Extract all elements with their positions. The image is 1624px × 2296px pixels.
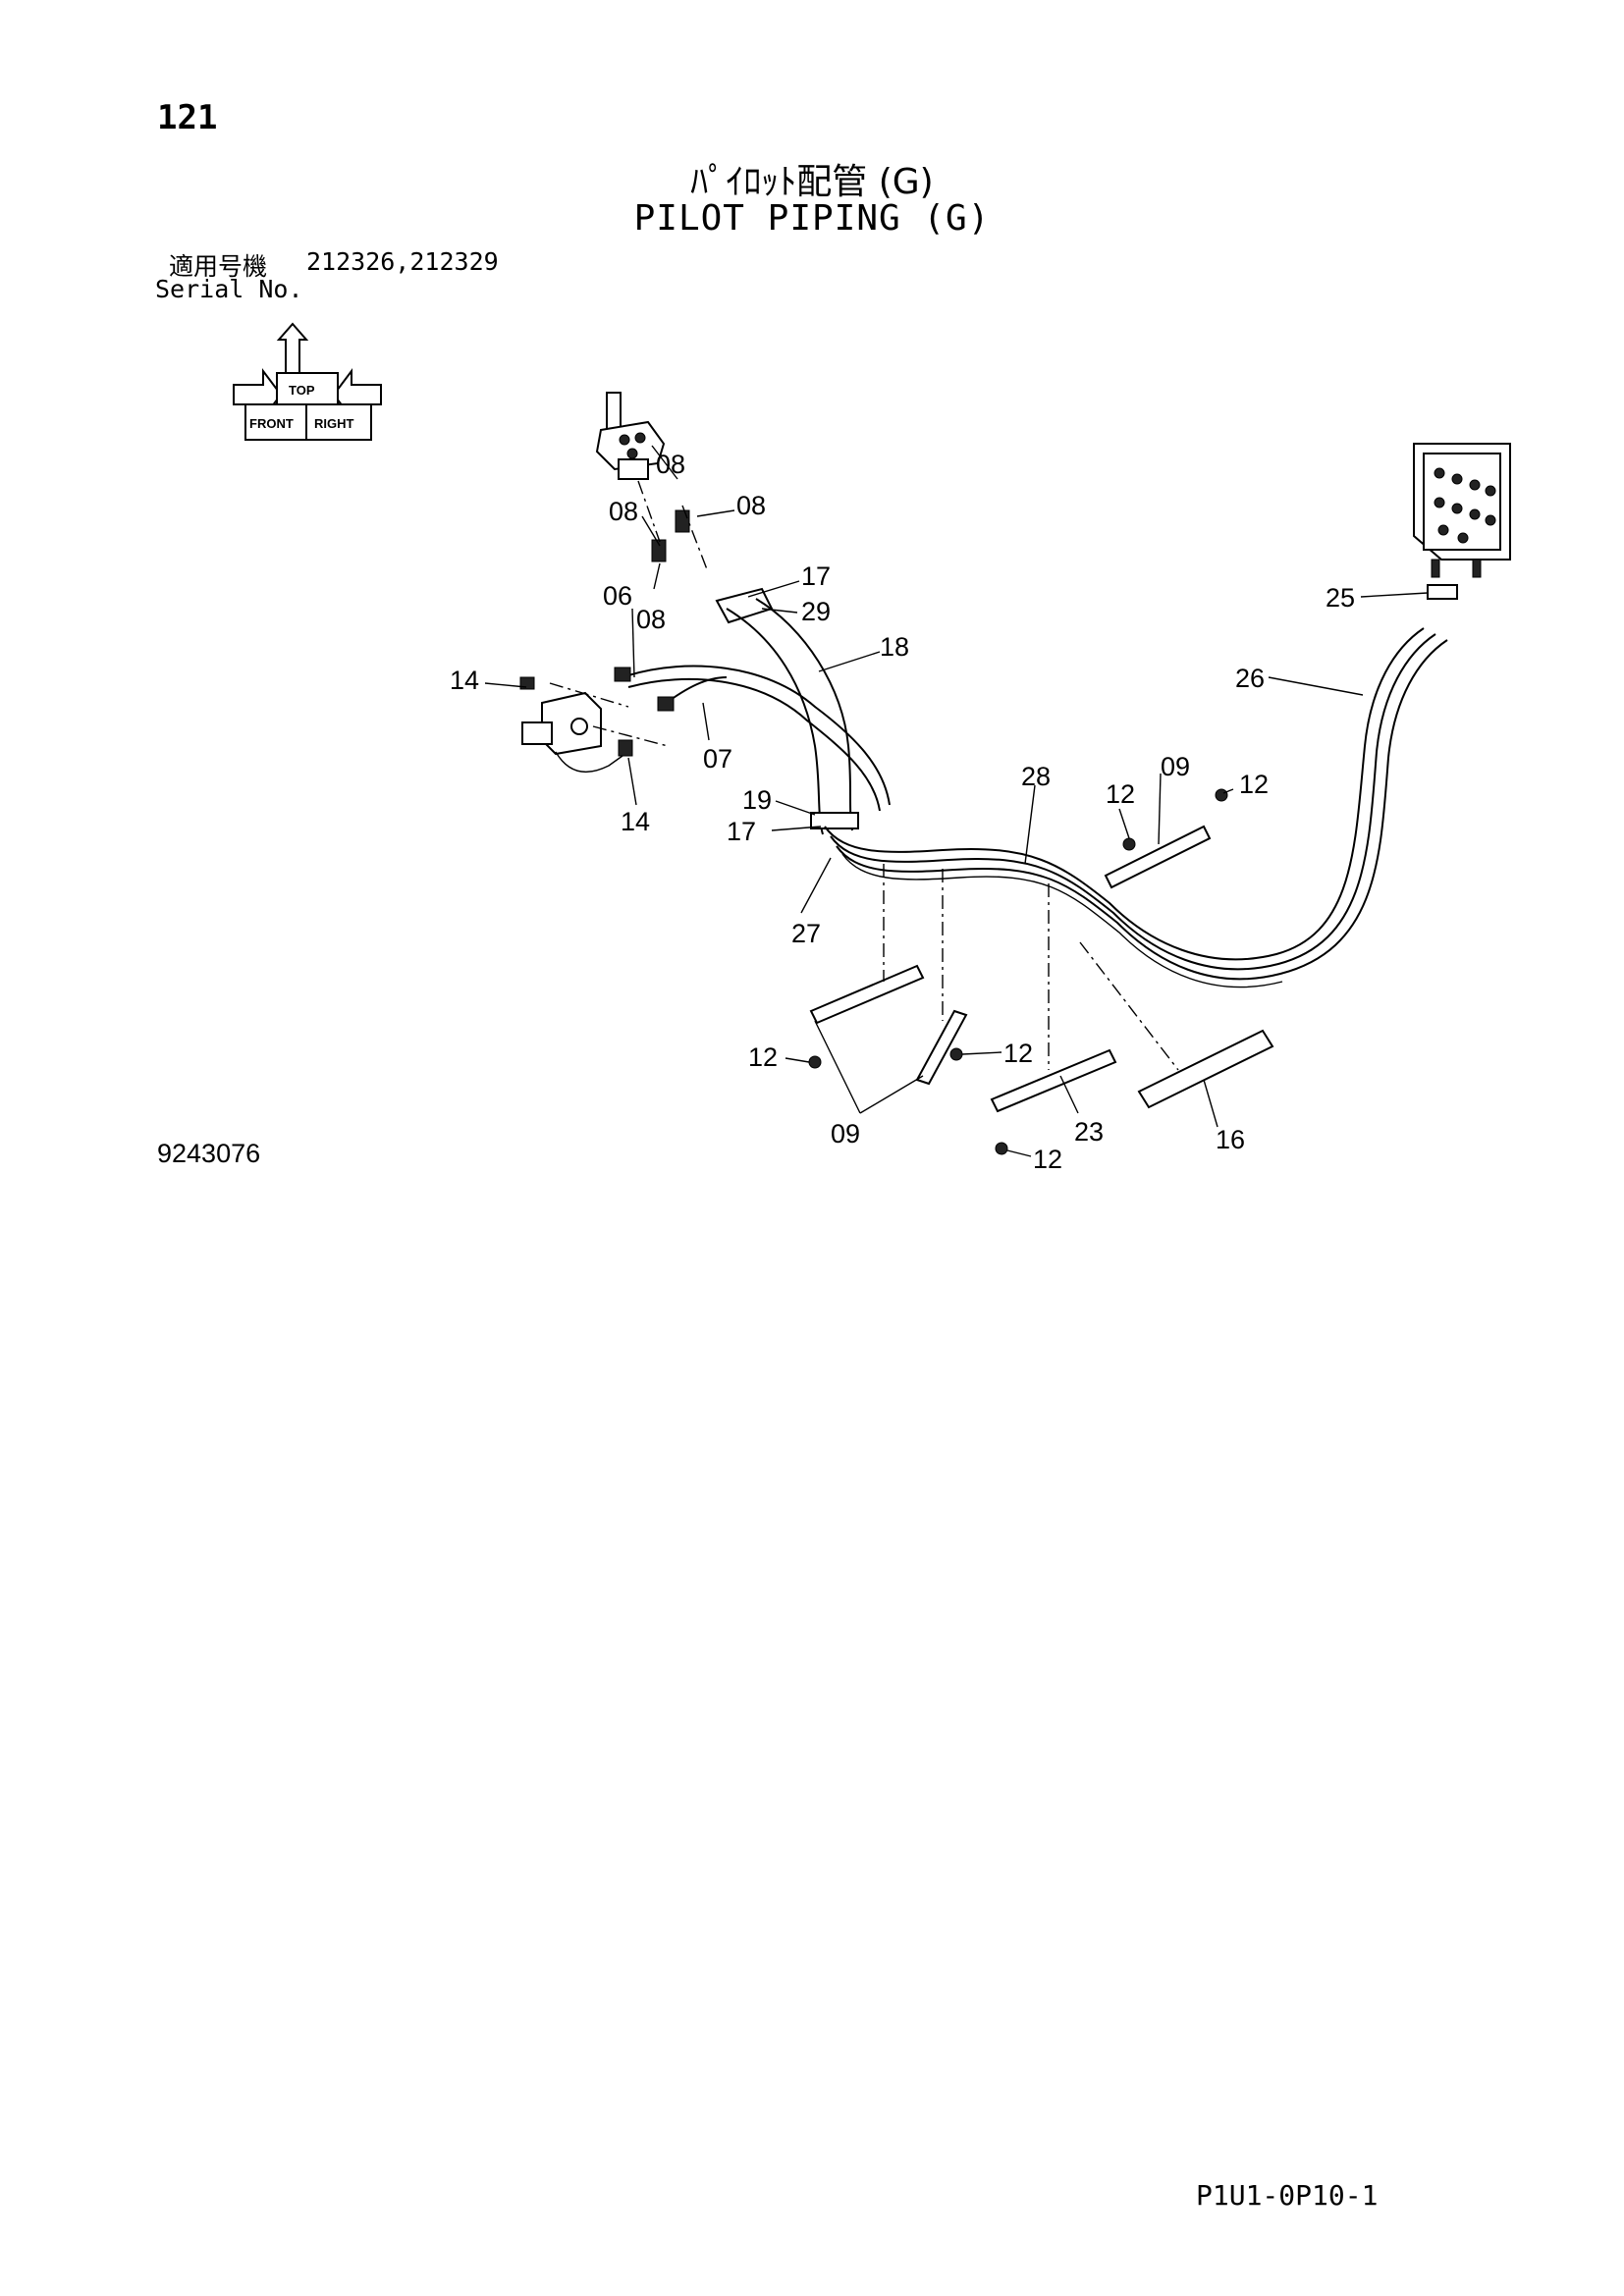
callout-12: 12: [1106, 779, 1135, 809]
callout-17: 17: [801, 561, 831, 591]
drawing-number: 9243076: [157, 1139, 261, 1168]
callout-16: 16: [1216, 1125, 1245, 1154]
orientation-label-top: TOP: [289, 383, 315, 398]
page-title-japanese: ﾊﾟｲﾛｯﾄ配管 (G): [690, 162, 934, 202]
bracket-16: [1137, 1029, 1274, 1109]
hose-bundle-27-28: [824, 627, 1448, 988]
callout-17: 17: [727, 817, 756, 846]
callout-06: 06: [603, 581, 632, 611]
callout-08: 08: [656, 450, 685, 479]
callout-08: 08: [609, 497, 638, 526]
callout-26: 26: [1235, 664, 1265, 693]
callout-29: 29: [801, 597, 831, 626]
callout-09: 09: [1161, 752, 1190, 781]
orientation-label-front: FRONT: [249, 416, 294, 431]
callout-19: 19: [742, 785, 772, 815]
page-title-english: PILOT PIPING (G): [633, 198, 991, 239]
callout-07: 07: [703, 744, 732, 774]
clamp-19: [810, 812, 859, 829]
pilot-valve-top: [595, 392, 666, 480]
callout-14: 14: [450, 666, 479, 695]
bracket-09-lower-left: [809, 964, 925, 1025]
callout-12: 12: [1033, 1145, 1062, 1174]
orientation-icon: FRONT RIGHT TOP: [233, 322, 382, 441]
bracket-09-upper: [1104, 825, 1212, 889]
callout-14: 14: [621, 807, 650, 836]
callout-28: 28: [1021, 762, 1051, 791]
callout-12: 12: [1003, 1039, 1033, 1068]
bracket-09-lower-mid: [915, 1009, 968, 1086]
bracket-23: [990, 1048, 1117, 1113]
callout-12: 12: [748, 1042, 778, 1072]
callout-09: 09: [831, 1119, 860, 1148]
callout-08: 08: [736, 491, 766, 520]
alignment-lines: [883, 864, 1179, 1071]
callout-12: 12: [1239, 770, 1269, 799]
page-code: P1U1-0P10-1: [1196, 2179, 1379, 2212]
callout-27: 27: [791, 919, 821, 948]
control-block-left: [519, 667, 675, 773]
callout-23: 23: [1074, 1117, 1104, 1147]
fitting-25: [1427, 584, 1458, 600]
control-valve-right: [1413, 443, 1511, 578]
serial-label-japanese: 適用号機: [169, 252, 268, 281]
leader-lines: [484, 445, 1429, 1157]
fittings-08: [637, 480, 708, 570]
callout-18: 18: [880, 632, 909, 662]
callout-08: 08: [636, 605, 666, 634]
serial-numbers: 212326,212329: [306, 247, 499, 276]
callout-25: 25: [1326, 583, 1355, 613]
hose-18: [726, 608, 824, 835]
page-number: 121: [157, 98, 218, 137]
serial-label-english: Serial No.: [155, 275, 303, 303]
orientation-label-right: RIGHT: [314, 416, 354, 431]
